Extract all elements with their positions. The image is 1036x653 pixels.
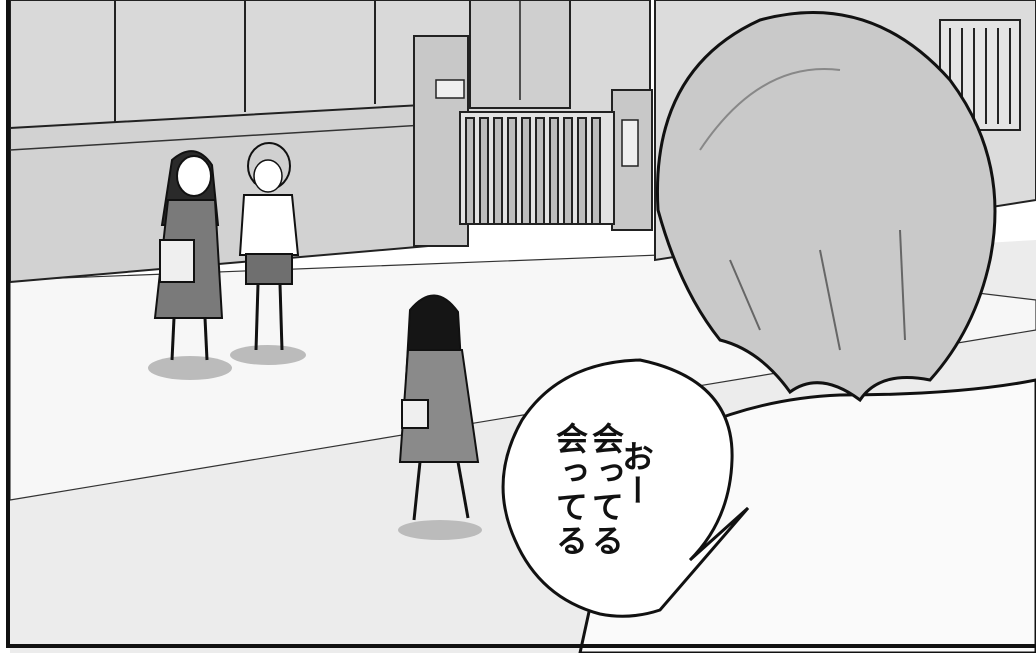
bubble-text-column-1: おー (617, 440, 655, 508)
girl-walking (398, 294, 482, 540)
speech-bubble (501, 358, 750, 618)
woman-dark-hair (148, 150, 232, 380)
bubble-text-column-2: 会ってる (587, 422, 625, 558)
boy-hair (655, 11, 997, 403)
girl-light-hair (230, 142, 306, 365)
panel-border (6, 0, 1036, 648)
gate-bars (459, 111, 615, 225)
bubble-text-column-3: 会ってる (551, 422, 589, 558)
